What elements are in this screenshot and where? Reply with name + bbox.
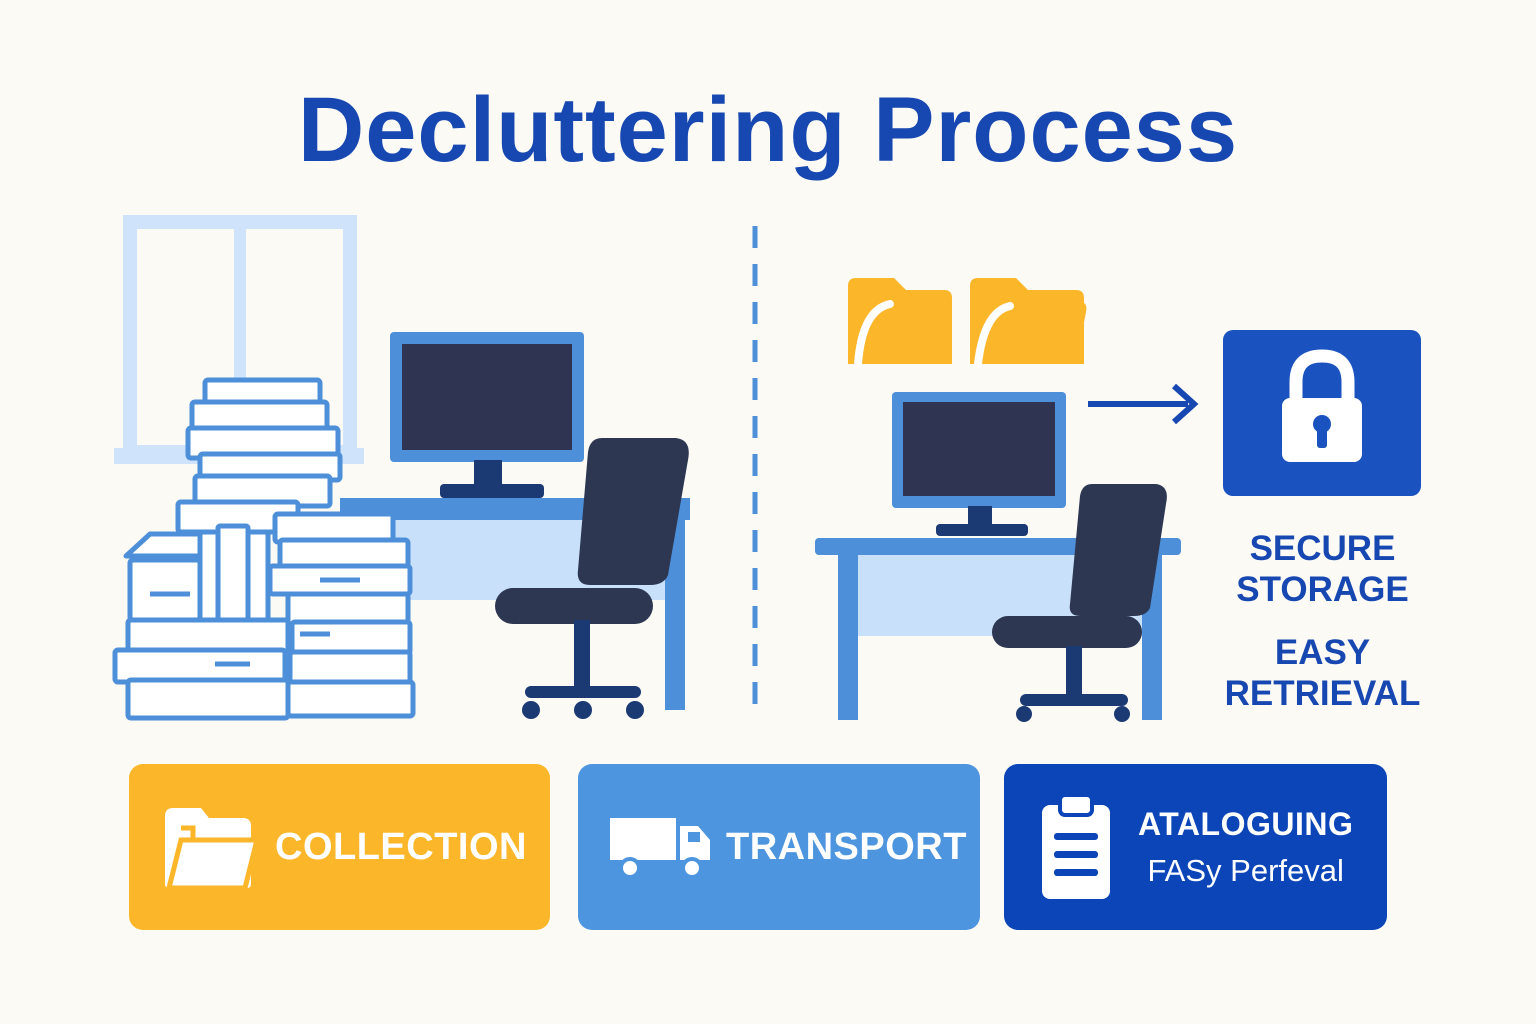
storage-labels: SECURE STORAGE EASY RETRIEVAL — [1200, 528, 1445, 714]
page-title: Decluttering Process — [297, 79, 1239, 181]
clipboard-icon — [1040, 793, 1112, 901]
monitor-left — [390, 332, 584, 498]
transport-card: TRANSPORT — [578, 764, 980, 930]
truck-icon — [608, 812, 712, 882]
collection-card: COLLECTION — [129, 764, 550, 930]
folder-icon — [848, 278, 952, 368]
collection-label: COLLECTION — [275, 825, 527, 868]
secure-storage-label-line1: SECURE — [1249, 529, 1396, 568]
cataloguing-label: ATALOGUING — [1138, 805, 1354, 842]
office-chair-right — [992, 484, 1167, 722]
folder-icon — [161, 802, 261, 892]
office-chair-left — [495, 438, 689, 719]
document-pile — [112, 377, 416, 721]
cataloguing-sublabel: FASy Perfeval — [1147, 852, 1344, 888]
arrow-icon — [1088, 383, 1199, 425]
transport-label: TRANSPORT — [726, 825, 967, 868]
easy-retrieval-label-line1: EASY — [1274, 633, 1371, 672]
lock-icon — [1223, 330, 1421, 496]
folder-icon — [970, 278, 1087, 368]
monitor-right — [892, 392, 1066, 536]
cataloguing-card: ATALOGUING FASy Perfeval — [1004, 764, 1387, 930]
secure-storage-label-line2: STORAGE — [1236, 570, 1409, 609]
easy-retrieval-label-line2: RETRIEVAL — [1224, 674, 1421, 713]
